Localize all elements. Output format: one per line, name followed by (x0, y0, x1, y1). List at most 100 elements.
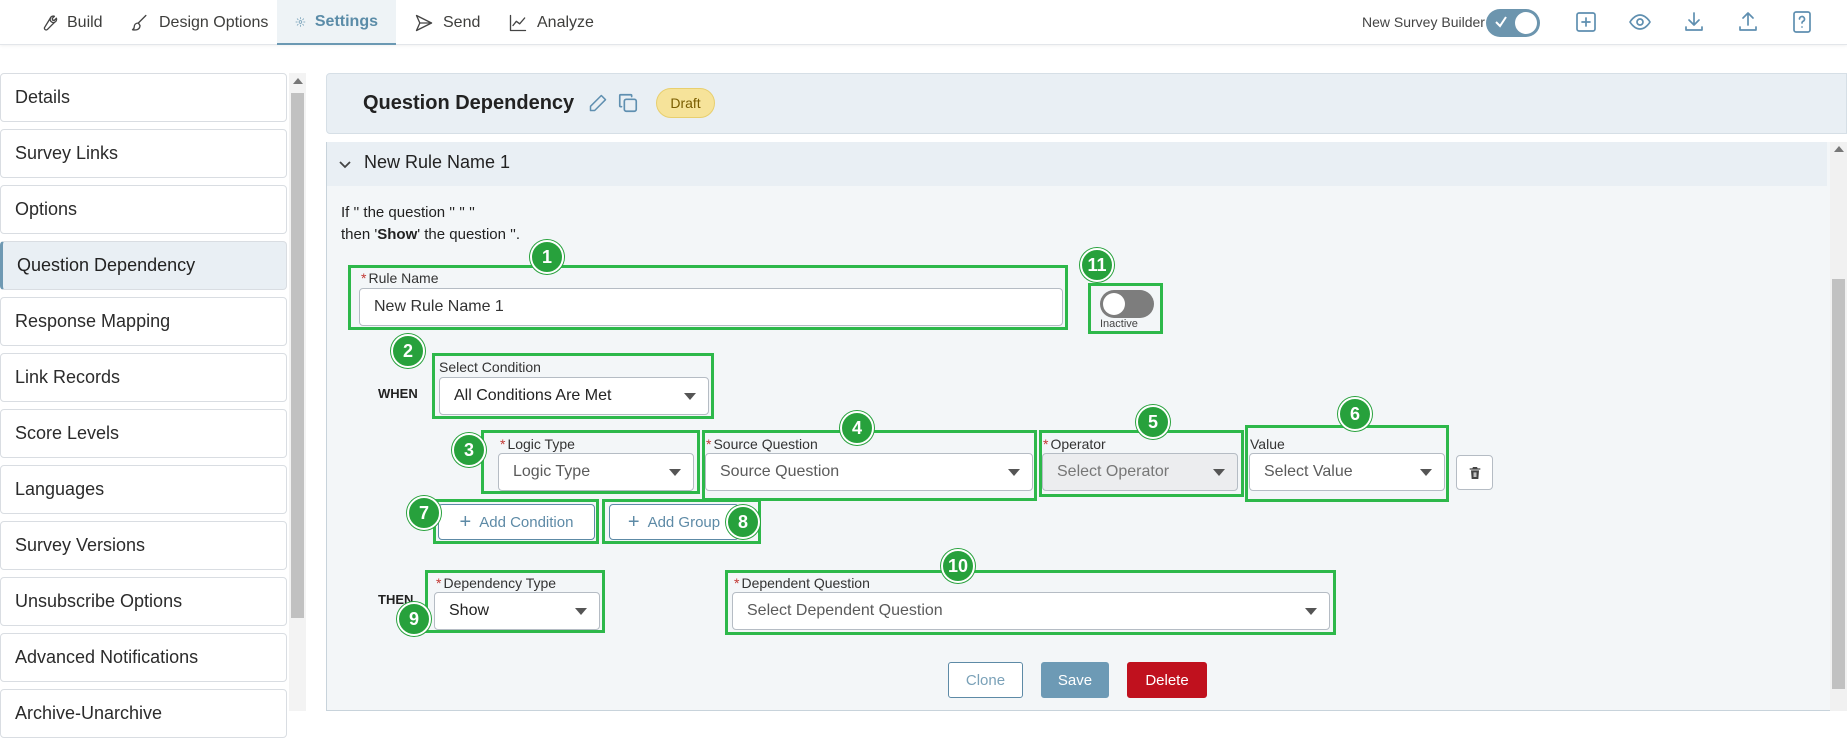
toggle-status-label: Inactive (1100, 318, 1138, 330)
highlight-box-7 (433, 499, 599, 544)
sidebar-item-score-levels[interactable]: Score Levels (0, 409, 287, 458)
sidebar-item-question-dependency[interactable]: Question Dependency (0, 241, 287, 290)
highlight-box-10 (725, 570, 1336, 635)
scroll-up-arrow-icon[interactable] (1834, 146, 1844, 152)
highlight-box-1 (348, 265, 1068, 330)
page-title: Question Dependency (363, 92, 575, 114)
sidebar-item-label: Response Mapping (15, 311, 171, 331)
annotation-badge-2: 2 (391, 334, 425, 368)
edit-pencil-icon[interactable] (588, 93, 608, 113)
scrollbar-thumb[interactable] (291, 93, 304, 618)
tab-send[interactable]: Send (396, 0, 498, 45)
sidebar-item-response-mapping[interactable]: Response Mapping (0, 297, 287, 346)
main-scrollbar[interactable] (1830, 142, 1847, 711)
annotation-badge-10: 10 (941, 549, 975, 583)
scrollbar-thumb[interactable] (1832, 279, 1845, 689)
operator-dropdown[interactable]: Select Operator (1042, 453, 1238, 491)
dependent-question-dropdown[interactable]: Select Dependent Question (732, 592, 1330, 630)
select-condition-label: Select Condition (439, 359, 541, 375)
add-square-icon[interactable] (1574, 10, 1598, 34)
highlight-box-2 (432, 353, 714, 419)
chart-line-icon (509, 14, 527, 31)
rule-summary-line-1: If '' the question '' '' '' (341, 204, 475, 221)
sidebar-item-details[interactable]: Details (0, 73, 287, 122)
caret-down-icon (1008, 469, 1020, 476)
rule-active-toggle[interactable] (1100, 290, 1154, 318)
source-question-dropdown[interactable]: Source Question (705, 453, 1033, 491)
sidebar-item-label: Survey Versions (15, 535, 146, 555)
sidebar-item-label: Advanced Notifications (15, 647, 199, 667)
plus-icon: + (459, 511, 472, 533)
save-button[interactable]: Save (1041, 662, 1109, 698)
tab-design-options-label: Design Options (159, 13, 269, 31)
tab-settings[interactable]: Settings (277, 0, 396, 45)
download-icon[interactable] (1682, 10, 1706, 34)
operator-placeholder: Select Operator (1057, 463, 1170, 480)
sidebar-item-survey-versions[interactable]: Survey Versions (0, 521, 287, 570)
add-condition-button[interactable]: + Add Condition (438, 504, 595, 540)
clone-button[interactable]: Clone (948, 662, 1023, 698)
tab-design-options[interactable]: Design Options (112, 0, 286, 45)
sidebar-item-archive-unarchive[interactable]: Archive-Unarchive (0, 689, 287, 738)
add-group-button[interactable]: +Add Group (609, 504, 739, 540)
select-condition-value: All Conditions Are Met (454, 387, 612, 404)
caret-down-icon (1420, 469, 1432, 476)
annotation-badge-8: 8 (726, 505, 760, 539)
brush-icon (131, 14, 147, 31)
sidebar-item-label: Question Dependency (17, 255, 196, 275)
sidebar-item-languages[interactable]: Languages (0, 465, 287, 514)
rule-accordion-header[interactable] (327, 142, 1827, 186)
sidebar-scrollbar[interactable] (289, 73, 306, 711)
help-icon[interactable] (1790, 10, 1814, 34)
sidebar-item-label: Survey Links (15, 143, 119, 163)
rule-name-label: *Rule Name (361, 270, 439, 286)
toggle-knob (1515, 12, 1537, 34)
dependent-question-placeholder: Select Dependent Question (747, 602, 943, 619)
summary-prefix: then ' (341, 226, 378, 243)
add-condition-label: Add Condition (479, 513, 574, 531)
copy-icon[interactable] (617, 92, 639, 114)
then-label: THEN (378, 592, 414, 607)
sidebar-item-label: Score Levels (15, 423, 120, 443)
sidebar-item-advanced-notifications[interactable]: Advanced Notifications (0, 633, 287, 682)
annotation-badge-1: 1 (530, 240, 564, 274)
logic-type-dropdown[interactable]: Logic Type (498, 453, 694, 491)
sidebar-item-link-records[interactable]: Link Records (0, 353, 287, 402)
value-placeholder: Select Value (1264, 463, 1353, 480)
when-label: WHEN (378, 386, 418, 401)
eye-icon[interactable] (1628, 10, 1652, 34)
value-dropdown[interactable]: Select Value (1249, 453, 1445, 491)
annotation-badge-3: 3 (452, 433, 486, 467)
new-survey-builder-toggle[interactable] (1486, 9, 1540, 37)
tab-send-label: Send (443, 13, 481, 31)
summary-action: Show (377, 226, 418, 243)
dependency-type-dropdown[interactable]: Show (434, 592, 600, 630)
tab-settings-label: Settings (314, 12, 378, 30)
sidebar-item-label: Details (15, 87, 71, 107)
top-nav-bar: Build Design Options Settings Send Analy… (0, 0, 1847, 45)
upload-icon[interactable] (1736, 10, 1760, 34)
chevron-down-icon[interactable] (337, 156, 353, 172)
annotation-badge-4: 4 (840, 411, 874, 445)
highlight-box-4 (702, 430, 1037, 501)
send-icon (415, 14, 433, 31)
rule-name-input[interactable]: New Rule Name 1 (359, 288, 1063, 326)
sidebar-item-survey-links[interactable]: Survey Links (0, 129, 287, 178)
annotation-badge-5: 5 (1136, 405, 1170, 439)
gear-icon (295, 16, 306, 27)
delete-condition-button[interactable] (1456, 455, 1493, 490)
tab-build[interactable]: Build (20, 0, 121, 45)
delete-button[interactable]: Delete (1127, 662, 1207, 698)
tab-analyze[interactable]: Analyze (490, 0, 612, 45)
annotation-badge-6: 6 (1338, 397, 1372, 431)
caret-down-icon (684, 393, 696, 400)
select-condition-dropdown[interactable]: All Conditions Are Met (439, 377, 709, 415)
wrench-icon (43, 14, 58, 31)
sidebar-item-unsubscribe-options[interactable]: Unsubscribe Options (0, 577, 287, 626)
sidebar-item-options[interactable]: Options (0, 185, 287, 234)
scroll-up-arrow-icon[interactable] (293, 78, 303, 84)
new-survey-builder-label: New Survey Builder (1362, 14, 1485, 30)
highlight-box-5 (1039, 430, 1244, 497)
value-label: Value (1250, 436, 1285, 452)
page-header (326, 73, 1847, 134)
